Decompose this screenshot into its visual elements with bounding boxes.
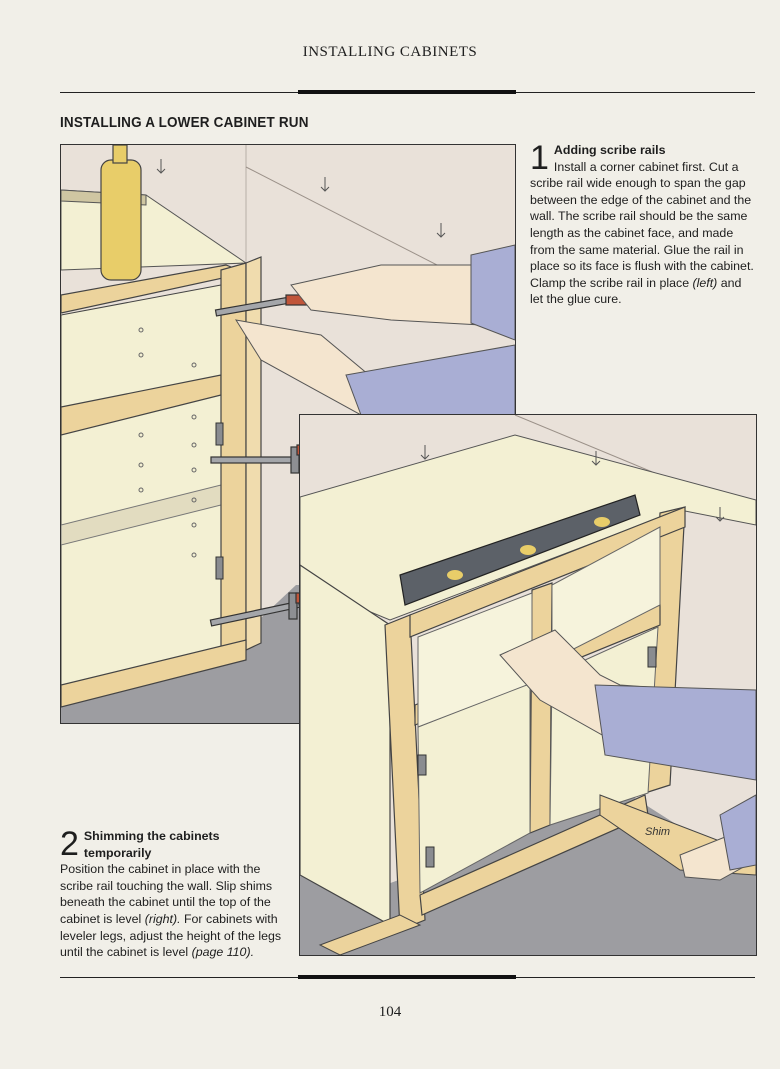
step-2-body-mid: For cabinets with leveler legs, adjust t…: [60, 911, 282, 960]
step-2-number: 2: [60, 825, 79, 863]
step-2-heading: Shimming the cabinets temporarily: [83, 829, 220, 860]
step-1-ref: (left): [692, 275, 718, 290]
step-1-body-end: and let the glue cure.: [530, 275, 742, 307]
illustration-leveling-cabinet: Shim: [299, 414, 757, 956]
step-1-number: 1: [530, 139, 549, 177]
page-number: 104: [378, 1004, 402, 1020]
section-title: INSTALLING A LOWER CABINET RUN: [60, 114, 309, 131]
bottom-rule-accent: [298, 975, 516, 979]
step-2-ref: (right).: [144, 911, 181, 926]
step-1: 1 Adding scribe rails Install a corner c…: [530, 139, 755, 308]
step-2-body: Position the cabinet in place with the s…: [60, 862, 273, 926]
step-2-page-ref: (page 110).: [191, 945, 255, 960]
leveling-drawing: Shim: [300, 415, 756, 955]
step-1-heading: Adding scribe rails: [553, 143, 666, 157]
shim-label: Shim: [645, 826, 670, 838]
top-rule-accent: [298, 90, 516, 94]
running-head: INSTALLING CABINETS: [302, 44, 478, 60]
step-2: 2 Shimming the cabinets temporarily Posi…: [60, 825, 285, 961]
step-1-body: Install a corner cabinet first. Cut a sc…: [530, 159, 754, 290]
